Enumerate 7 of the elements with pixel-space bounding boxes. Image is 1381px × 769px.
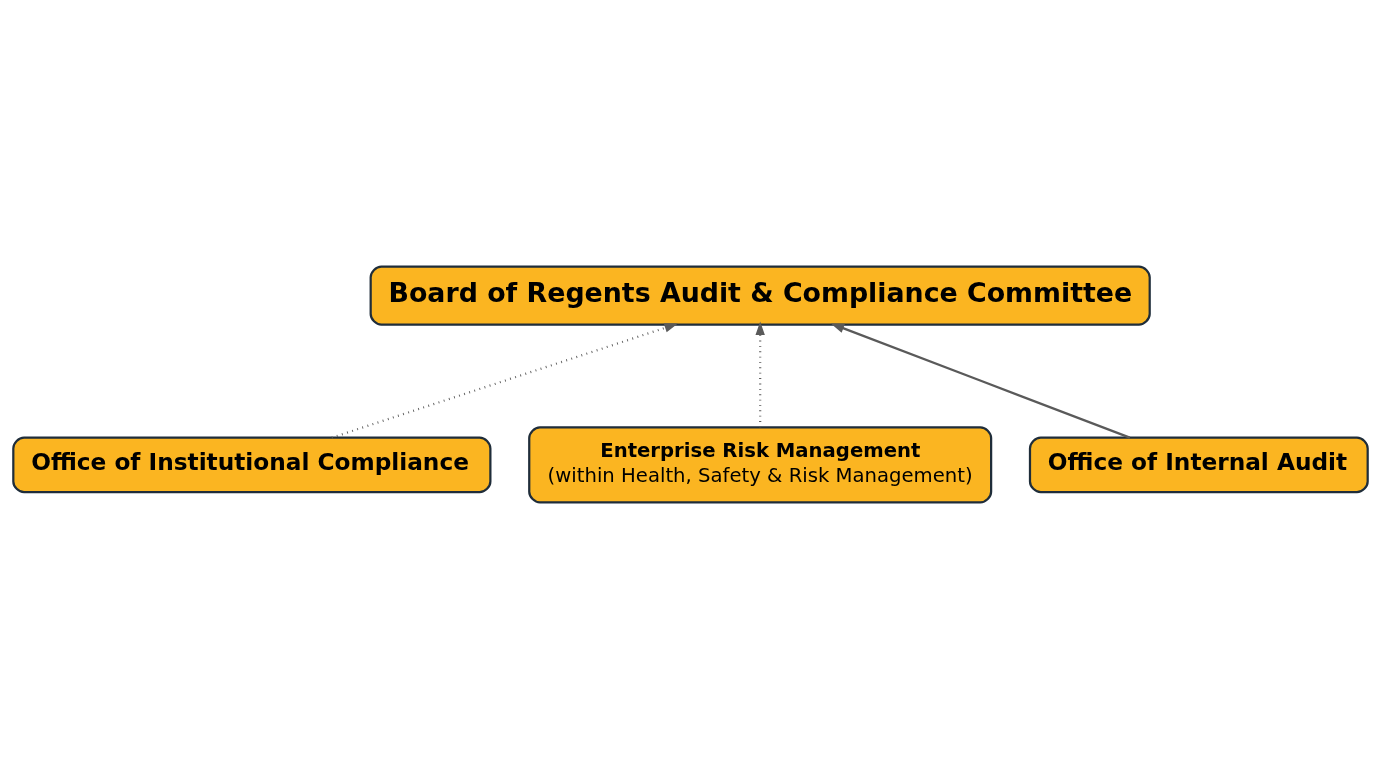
node-box: Board of Regents Audit & Compliance Committee [369,265,1151,326]
node-box: Enterprise Risk Management (within Health, Safety & Risk Management) [528,426,993,504]
node-box: Office of Internal Audit [1028,436,1369,494]
arrow [830,323,1131,439]
arrow [331,323,678,439]
node-box: Office of Institutional Compliance [12,436,492,494]
arrow [755,321,765,428]
